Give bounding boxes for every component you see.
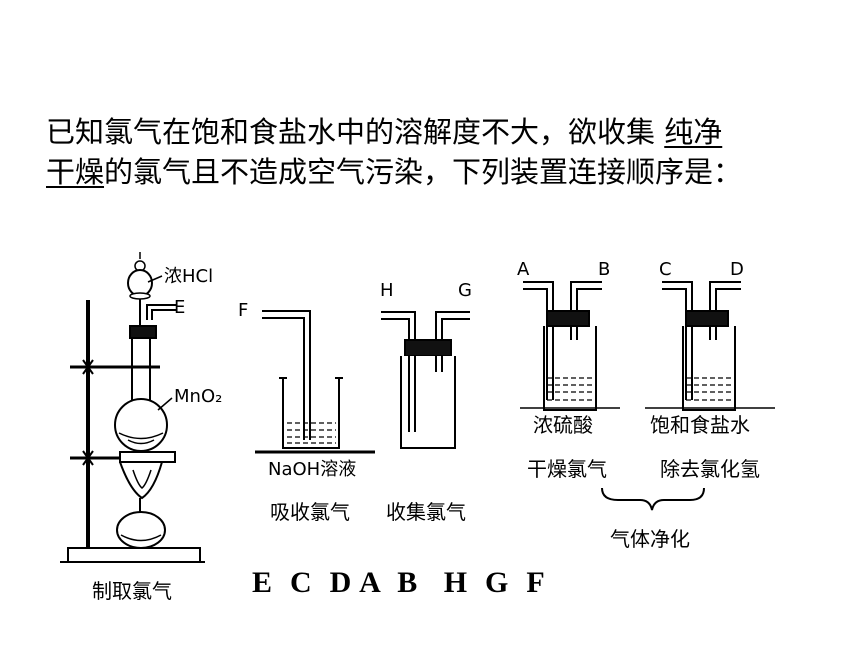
burner-flame bbox=[119, 461, 163, 500]
sulfuric-acid-label: 浓硫酸 bbox=[533, 413, 593, 437]
port-e-label: E bbox=[174, 297, 185, 318]
port-h-label: H bbox=[380, 280, 394, 301]
absorber-tube bbox=[262, 310, 311, 440]
caption-collector: 收集氯气 bbox=[386, 500, 466, 524]
naoh-label: NaOH溶液 bbox=[268, 459, 356, 480]
caption-washer: 除去氯化氢 bbox=[660, 457, 760, 481]
question-text-2: 的氯气且不造成空气污染，下列装置连接顺序是： bbox=[104, 155, 743, 189]
underlined-pure: 纯净 bbox=[664, 115, 723, 149]
chlorine-generator bbox=[60, 252, 205, 563]
underlined-dry: 干燥 bbox=[46, 155, 105, 189]
washer-short-tube bbox=[709, 281, 741, 320]
gas-collector bbox=[381, 311, 470, 449]
separatory-funnel bbox=[127, 269, 153, 297]
brine-label: 饱和食盐水 bbox=[650, 413, 750, 437]
dryer-short-tube bbox=[570, 281, 602, 320]
washer-bottle-body bbox=[682, 326, 736, 411]
port-d-label: D bbox=[730, 259, 744, 280]
washer-long-tube bbox=[662, 281, 693, 400]
dryer-long-tube bbox=[523, 281, 554, 400]
round-bottom-flask bbox=[114, 398, 168, 452]
answer-sequence: E C D A B H G F bbox=[252, 566, 546, 599]
port-c-label: C bbox=[659, 259, 672, 280]
conc-hcl-label: 浓HCl bbox=[164, 266, 213, 287]
stand-base bbox=[67, 547, 201, 563]
purification-brace bbox=[601, 487, 705, 511]
dryer-bottle-body bbox=[543, 326, 597, 411]
dryer-stopper bbox=[546, 310, 590, 327]
caption-generator: 制取氯气 bbox=[92, 579, 172, 603]
port-b-label: B bbox=[598, 259, 610, 280]
naoh-absorber bbox=[255, 310, 375, 454]
port-g-label: G bbox=[458, 280, 472, 301]
washer-stopper bbox=[685, 310, 729, 327]
stopcock-icon bbox=[129, 292, 151, 300]
question-text-1: 已知氯气在饱和食盐水中的溶解度不大，欲收集 bbox=[46, 115, 656, 149]
port-a-label: A bbox=[517, 259, 530, 280]
caption-purification: 气体净化 bbox=[610, 527, 690, 551]
collector-stopper bbox=[404, 339, 452, 357]
wire-gauze bbox=[119, 451, 176, 463]
naoh-solution bbox=[287, 422, 336, 444]
caption-absorber: 吸收氯气 bbox=[270, 500, 350, 524]
drying-bottle bbox=[523, 281, 602, 411]
washing-bottle bbox=[662, 281, 741, 411]
question-line-2: 干燥的氯气且不造成空气污染，下列装置连接顺序是： bbox=[46, 152, 742, 192]
port-f-label: F bbox=[238, 300, 248, 321]
beaker bbox=[282, 378, 340, 449]
stopper bbox=[129, 325, 157, 339]
caption-dryer: 干燥氯气 bbox=[527, 457, 607, 481]
question-line-1: 已知氯气在饱和食盐水中的溶解度不大，欲收集 纯净 bbox=[46, 112, 722, 152]
alcohol-lamp bbox=[116, 511, 166, 549]
mno2-label: MnO₂ bbox=[174, 386, 222, 407]
